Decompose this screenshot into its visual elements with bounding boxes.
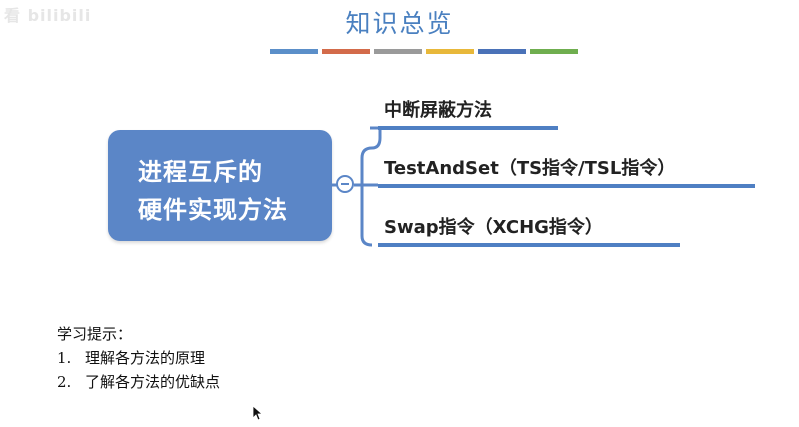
root-node-line-2: 硬件实现方法 — [138, 196, 288, 224]
root-node[interactable]: 进程互斥的 硬件实现方法 — [108, 130, 332, 241]
connector-bracket — [360, 146, 373, 247]
tip-item: 2. 了解各方法的优缺点 — [57, 370, 220, 394]
color-bar-6 — [530, 49, 578, 54]
branch-label: Swap指令（XCHG指令） — [384, 217, 603, 238]
branch-underline — [378, 184, 755, 188]
branch-test-and-set[interactable]: TestAndSet（TS指令/TSL指令） — [378, 152, 755, 188]
page-title: 知识总览 — [345, 9, 454, 38]
collapse-toggle-button[interactable] — [336, 175, 354, 193]
connector-top-curve — [371, 130, 382, 150]
tip-number: 2. — [57, 373, 72, 391]
color-bar-4 — [426, 49, 474, 54]
tip-text: 理解各方法的原理 — [85, 349, 206, 367]
color-bar-3 — [374, 49, 422, 54]
tip-item: 1. 理解各方法的原理 — [57, 346, 220, 370]
minus-icon — [341, 183, 349, 185]
tip-text: 了解各方法的优缺点 — [85, 373, 221, 391]
branch-label: 中断屏蔽方法 — [384, 100, 492, 121]
branch-underline — [378, 126, 558, 130]
tip-number: 1. — [57, 349, 72, 367]
color-bar-2 — [322, 49, 370, 54]
color-bar-1 — [270, 49, 318, 54]
watermark-logo: 看 bilibili — [4, 6, 92, 25]
mouse-cursor-icon — [252, 405, 262, 421]
branch-swap[interactable]: Swap指令（XCHG指令） — [378, 211, 680, 247]
branch-underline — [378, 243, 680, 247]
study-tips: 学习提示： 1. 理解各方法的原理 2. 了解各方法的优缺点 — [57, 322, 220, 394]
color-bar-5 — [478, 49, 526, 54]
branch-interrupt-masking[interactable]: 中断屏蔽方法 — [378, 96, 558, 130]
tips-heading: 学习提示： — [57, 325, 133, 343]
branch-label: TestAndSet（TS指令/TSL指令） — [384, 158, 676, 179]
root-node-line-1: 进程互斥的 — [138, 158, 263, 186]
